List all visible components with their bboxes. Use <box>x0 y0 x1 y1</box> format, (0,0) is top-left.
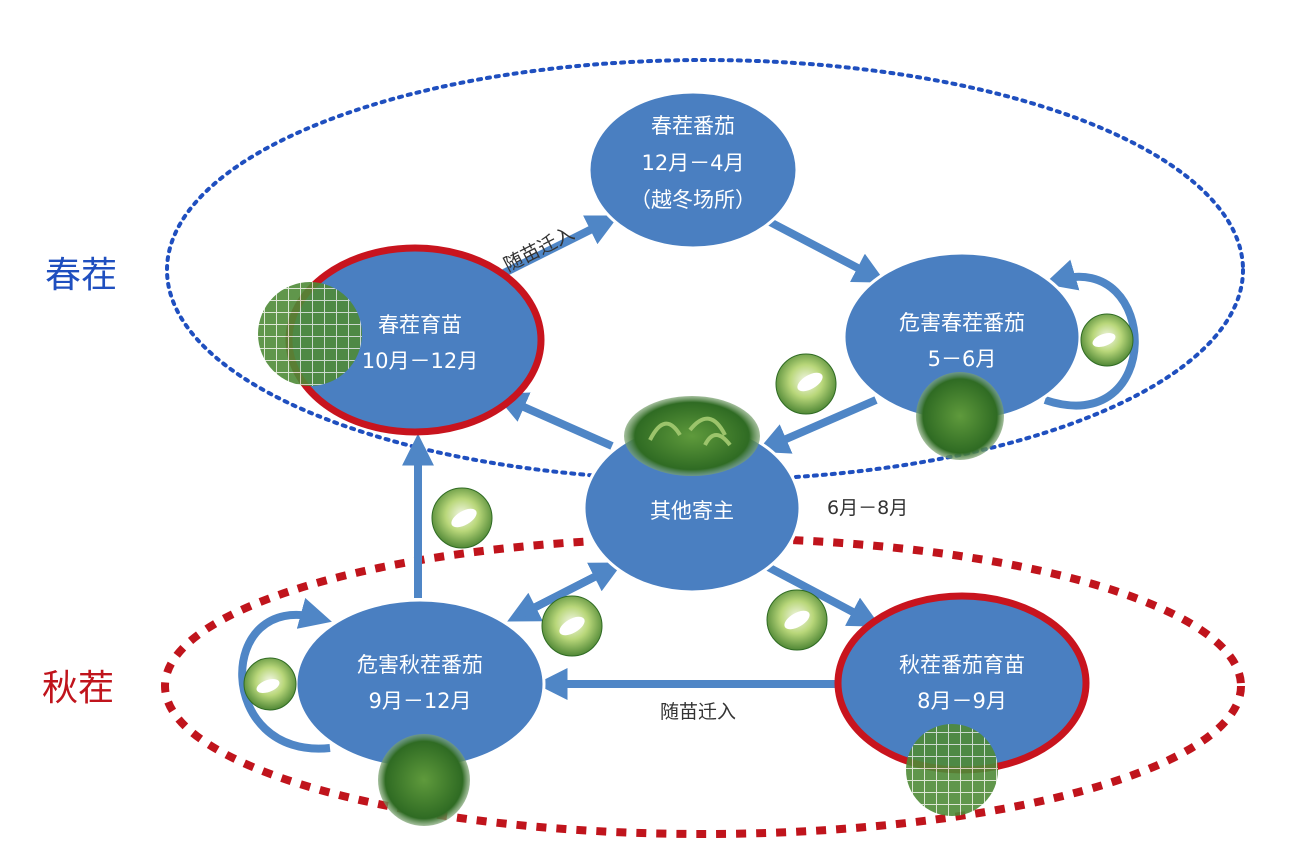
node-other-hosts: 其他寄主 <box>582 422 802 594</box>
spring-seedling-title: 春茬育苗 <box>378 313 462 337</box>
autumn-seedling-title: 秋茬番茄育苗 <box>899 653 1025 677</box>
arrow-damage-to-other-hosts <box>756 396 878 454</box>
spring-seedling-period: 10月－12月 <box>362 349 478 373</box>
whitefly-photo-4 <box>541 595 603 657</box>
node-spring-damage: 危害春茬番茄 5－6月 <box>842 251 1082 423</box>
whitefly-photo-5 <box>766 589 828 651</box>
tomato-plant-photo-spring <box>916 372 1004 460</box>
loop-arrow-spring-damage <box>1043 259 1139 410</box>
arrow-seedling-to-spring-tomato <box>498 215 619 279</box>
node-spring-tomato: 春茬番茄 12月－4月 （越冬场所） <box>587 90 799 250</box>
tomato-plant-photo-autumn <box>378 734 470 826</box>
node-autumn-damage: 危害秋茬番茄 9月－12月 <box>294 598 546 770</box>
autumn-seedling-period: 8月－9月 <box>917 689 1007 713</box>
seedling-tray-photo-autumn <box>906 724 998 816</box>
arrow-other-hosts-to-autumn-seedling <box>766 563 881 627</box>
migrate-label-bottom: 随苗迁入 <box>660 701 736 723</box>
other-hosts-period-label: 6月－8月 <box>827 497 908 519</box>
whitefly-photo-1 <box>775 353 837 415</box>
arrow-autumn-damage-to-other-hosts <box>518 562 623 619</box>
spring-season-label: 春茬 <box>45 255 117 296</box>
spring-damage-title: 危害春茬番茄 <box>899 311 1025 335</box>
spring-tomato-note: （越冬场所） <box>630 188 756 212</box>
autumn-season-label: 秋茬 <box>42 668 114 709</box>
whitefly-photo-2 <box>1080 313 1134 367</box>
spring-tomato-period: 12月－4月 <box>641 151 744 175</box>
seedling-tray-photo-spring <box>258 282 362 386</box>
loop-arrow-autumn-damage <box>238 597 332 753</box>
whitefly-photo-3 <box>431 487 493 549</box>
autumn-damage-title: 危害秋茬番茄 <box>357 653 483 677</box>
whitefly-photo-6 <box>243 657 297 711</box>
host-plants-photo <box>624 396 760 476</box>
migrate-label-top: 随苗迁入 <box>500 222 578 276</box>
spring-damage-period: 5－6月 <box>928 347 997 371</box>
autumn-damage-period: 9月－12月 <box>368 689 471 713</box>
spring-tomato-title: 春茬番茄 <box>651 114 735 138</box>
arrow-other-hosts-to-spring-seedling <box>494 392 614 450</box>
arrow-spring-tomato-to-damage <box>768 218 886 283</box>
other-hosts-title: 其他寄主 <box>650 499 734 523</box>
